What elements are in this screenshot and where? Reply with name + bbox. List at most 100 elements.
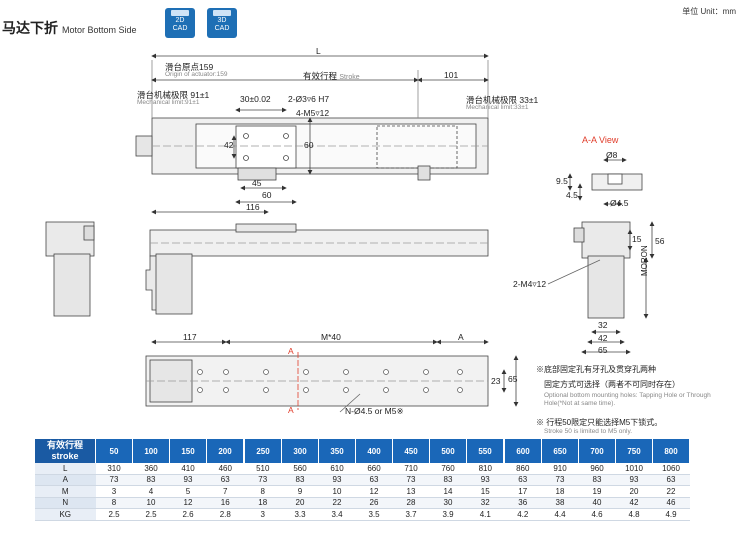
title-cn: 马达下折 bbox=[2, 20, 58, 36]
stroke-col-header: 500 bbox=[429, 439, 467, 463]
table-cell: 14 bbox=[429, 485, 467, 498]
table-cell: 15 bbox=[466, 485, 504, 498]
table-cell: 3.3 bbox=[281, 508, 319, 521]
table-cell: 17 bbox=[504, 485, 542, 498]
dim-m5: 4-M5▿12 bbox=[296, 108, 330, 118]
table-cell: 4.9 bbox=[652, 508, 690, 521]
mech-right-en: Mechanical limit:33±1 bbox=[466, 104, 529, 111]
table-cell: 63 bbox=[652, 474, 690, 486]
table-cell: 32 bbox=[466, 497, 504, 509]
row-label: L bbox=[35, 463, 96, 475]
table-cell: 46 bbox=[652, 497, 690, 509]
dim-n-holes: N-Ø4.5 or M5※ bbox=[345, 406, 404, 416]
table-cell: 3 bbox=[95, 485, 133, 498]
title-en: Motor Bottom Side bbox=[62, 25, 137, 35]
dim-9-5: 9.5 bbox=[556, 176, 568, 186]
stroke-col-header: 150 bbox=[169, 439, 207, 463]
dim-m4: 2-M4▿12 bbox=[513, 279, 547, 289]
mech-left-cn: 滑台机械极限 91±1 bbox=[137, 90, 210, 100]
table-cell: 1060 bbox=[652, 463, 690, 475]
dim-m40: M*40 bbox=[321, 332, 341, 342]
stroke-col-header: 800 bbox=[652, 439, 690, 463]
table-cell: 12 bbox=[169, 497, 207, 509]
table-cell: 83 bbox=[132, 474, 170, 486]
table-cell: 28 bbox=[392, 497, 430, 509]
table-cell: 810 bbox=[466, 463, 504, 475]
table-cell: 2.5 bbox=[95, 508, 133, 521]
stroke-col-header: 650 bbox=[541, 439, 579, 463]
stroke-label: 有效行程 Stroke bbox=[303, 71, 360, 81]
dim-d4-5: Ø4.5 bbox=[610, 198, 629, 208]
table-cell: 63 bbox=[206, 474, 244, 486]
note-2: ※ 行程50限定只能选择M5下锁式。 Stroke 50 is limited … bbox=[536, 418, 663, 435]
table-cell: 20 bbox=[281, 497, 319, 509]
stroke-col-header: 300 bbox=[281, 439, 319, 463]
table-cell: 4 bbox=[132, 485, 170, 498]
stroke-col-header: 200 bbox=[206, 439, 245, 463]
table-cell: 73 bbox=[541, 474, 579, 486]
dim-32: 32 bbox=[598, 320, 608, 330]
table-cell: 93 bbox=[169, 474, 207, 486]
note-1: ※底部固定孔有牙孔及贯穿孔两种 固定方式可选择（两者不可同时存在） Option… bbox=[536, 365, 711, 407]
table-cell: 310 bbox=[95, 463, 133, 475]
table-cell: 3.9 bbox=[429, 508, 467, 521]
dim-42: 42 bbox=[224, 140, 234, 150]
table-cell: 18 bbox=[244, 497, 282, 509]
dim-117: 117 bbox=[183, 332, 197, 342]
unit-label: 单位 Unit：mm bbox=[682, 7, 736, 16]
table-cell: 8 bbox=[95, 497, 133, 509]
table-cell: 4.2 bbox=[504, 508, 542, 521]
section-mark-top: A bbox=[288, 346, 294, 356]
table-cell: 63 bbox=[355, 474, 393, 486]
dim-65b: 65 bbox=[508, 374, 518, 384]
table-cell: 63 bbox=[504, 474, 542, 486]
table-cell: 8 bbox=[244, 485, 282, 498]
table-cell: 710 bbox=[392, 463, 430, 475]
table-cell: 83 bbox=[281, 474, 319, 486]
dim-45: 45 bbox=[252, 178, 262, 188]
table-cell: 83 bbox=[578, 474, 616, 486]
dim-15: 15 bbox=[632, 234, 642, 244]
table-cell: 760 bbox=[429, 463, 467, 475]
table-cell: 660 bbox=[355, 463, 393, 475]
table-cell: 22 bbox=[652, 485, 690, 498]
table-cell: 3 bbox=[244, 508, 282, 521]
table-cell: 93 bbox=[318, 474, 356, 486]
table-cell: 93 bbox=[466, 474, 504, 486]
table-cell: 93 bbox=[615, 474, 653, 486]
table-cell: 4.8 bbox=[615, 508, 653, 521]
table-cell: 360 bbox=[132, 463, 170, 475]
table-cell: 2.6 bbox=[169, 508, 207, 521]
dim-65: 65 bbox=[598, 345, 608, 355]
moron-label: MORON bbox=[640, 245, 649, 276]
end-view-body bbox=[581, 221, 631, 259]
table-cell: 2.8 bbox=[206, 508, 244, 521]
floppy-icon bbox=[171, 10, 189, 16]
table-cell: 12 bbox=[355, 485, 393, 498]
table-cell: 4.1 bbox=[466, 508, 504, 521]
table-cell: 9 bbox=[281, 485, 319, 498]
table-cell: 19 bbox=[578, 485, 616, 498]
table-cell: 5 bbox=[169, 485, 207, 498]
row-label: N bbox=[35, 497, 96, 509]
dim-56: 56 bbox=[655, 236, 665, 246]
stroke-col-header: 250 bbox=[244, 439, 282, 463]
table-cell: 26 bbox=[355, 497, 393, 509]
aa-view-title: A-A View bbox=[582, 135, 619, 145]
dim-42b: 42 bbox=[598, 333, 608, 343]
table-cell: 73 bbox=[95, 474, 133, 486]
dim-23: 23 bbox=[491, 376, 501, 386]
row-label: M bbox=[35, 485, 96, 498]
table-cell: 42 bbox=[615, 497, 653, 509]
origin-en: Origin of actuator:159 bbox=[165, 71, 228, 78]
table-cell: 36 bbox=[504, 497, 542, 509]
